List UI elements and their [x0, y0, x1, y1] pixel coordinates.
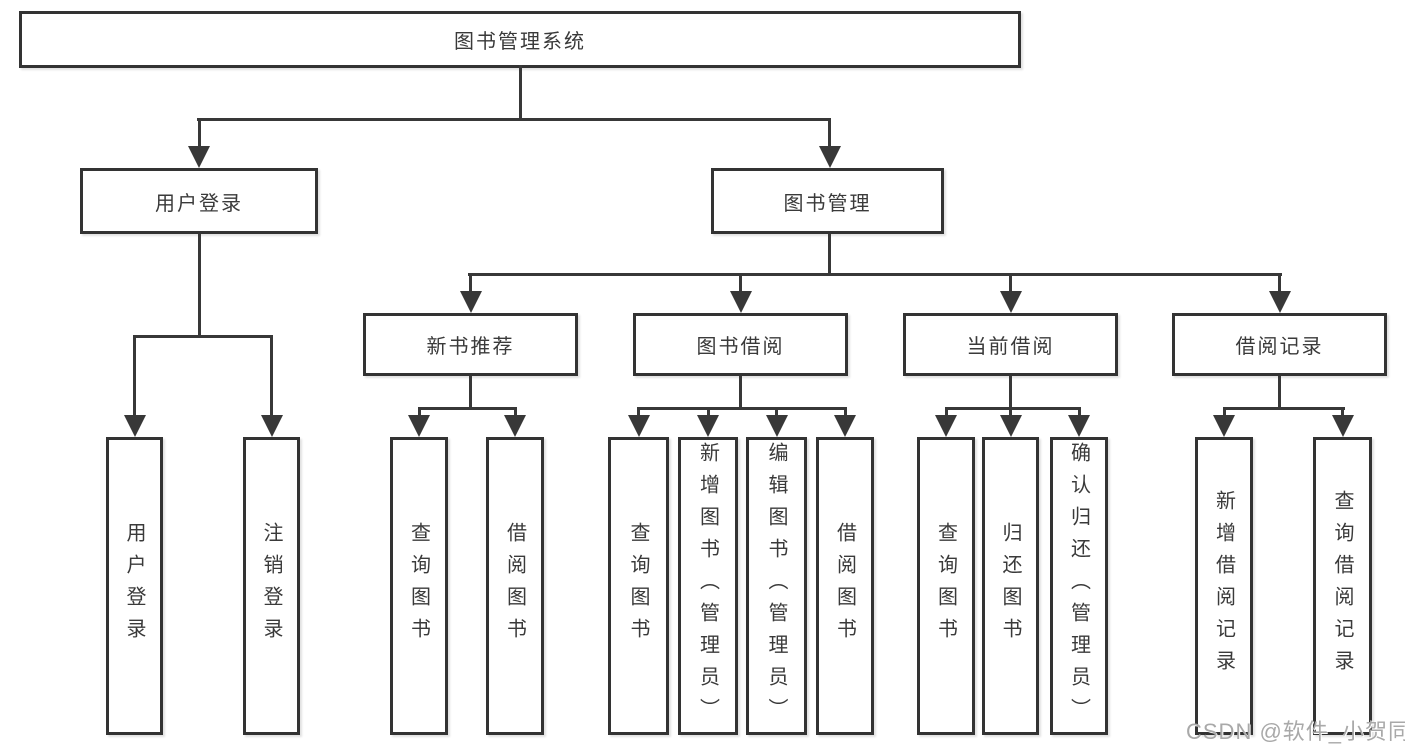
connector-vline	[133, 335, 136, 419]
arrowhead-down-icon	[123, 415, 146, 437]
connector-vline	[828, 234, 831, 276]
leaf-recommend-borrow-books: 借阅图书	[486, 437, 544, 735]
connector-vline	[513, 407, 517, 419]
leaf-current-query-books: 查询图书	[917, 437, 975, 735]
connector-hline	[468, 273, 1282, 276]
connector-hline	[944, 407, 1081, 410]
connector-vline	[637, 407, 640, 419]
connector-vline	[843, 407, 847, 419]
arrowhead-down-icon	[1268, 291, 1291, 313]
csdn-watermark: CSDN @软件_小贺同学	[1186, 719, 1405, 744]
connector-vline	[775, 407, 778, 419]
connector-hline	[637, 407, 847, 410]
node-borrow-records: 借阅记录	[1172, 313, 1387, 376]
connector-vline	[1009, 376, 1012, 409]
connector-vline	[417, 407, 421, 419]
connector-vline	[1222, 407, 1226, 419]
node-user-login: 用户登录	[80, 168, 318, 234]
arrowhead-down-icon	[729, 291, 752, 313]
node-current-borrow: 当前借阅	[903, 313, 1118, 376]
connector-vline	[739, 273, 742, 293]
connector-vline	[197, 234, 201, 338]
arrowhead-down-icon	[188, 146, 210, 168]
connector-vline	[1278, 273, 1281, 293]
node-library-management-system: 图书管理系统	[19, 11, 1021, 68]
node-new-book-recommend: 新书推荐	[363, 313, 578, 376]
arrowhead-down-icon	[999, 291, 1022, 313]
leaf-recommend-query-books: 查询图书	[390, 437, 448, 735]
arrowhead-down-icon	[697, 415, 719, 437]
arrowhead-down-icon	[260, 415, 283, 437]
arrowhead-down-icon	[1331, 415, 1354, 437]
connector-hline	[197, 118, 831, 121]
arrowhead-down-icon	[504, 415, 526, 437]
arrowhead-down-icon	[818, 146, 841, 168]
arrowhead-down-icon	[1213, 415, 1235, 437]
leaf-logout: 注销登录	[243, 437, 300, 735]
connector-hline	[417, 407, 517, 410]
arrowhead-down-icon	[935, 415, 957, 437]
connector-vline	[1009, 273, 1012, 293]
leaf-current-return-books: 归还图书	[982, 437, 1039, 735]
arrowhead-down-icon	[765, 415, 788, 437]
leaf-records-query-record: 查询借阅记录	[1313, 437, 1372, 735]
arrowhead-down-icon	[999, 415, 1022, 437]
node-book-borrow: 图书借阅	[633, 313, 848, 376]
leaf-records-add-record: 新增借阅记录	[1195, 437, 1253, 735]
connector-vline	[1077, 407, 1081, 419]
arrowhead-down-icon	[459, 291, 482, 313]
connector-vline	[469, 273, 472, 293]
node-book-management: 图书管理	[711, 168, 944, 234]
leaf-current-confirm-return-admin: 确认归还（管理员）	[1050, 437, 1108, 735]
leaf-borrow-add-books-admin: 新增图书（管理员）	[678, 437, 738, 735]
connector-vline	[1278, 376, 1281, 409]
arrowhead-down-icon	[1068, 415, 1090, 437]
leaf-borrow-edit-books-admin: 编辑图书（管理员）	[746, 437, 807, 735]
connector-vline	[706, 407, 710, 419]
arrowhead-down-icon	[408, 415, 430, 437]
arrowhead-down-icon	[627, 415, 650, 437]
arrowhead-down-icon	[834, 415, 856, 437]
connector-vline	[828, 118, 831, 148]
connector-hline	[1222, 407, 1345, 410]
connector-vline	[1341, 407, 1344, 419]
connector-hline	[133, 335, 273, 338]
connector-vline	[197, 118, 201, 148]
connector-vline	[518, 65, 522, 121]
connector-vline	[944, 407, 948, 419]
connector-vline	[1009, 407, 1012, 419]
connector-vline	[739, 376, 742, 409]
connector-vline	[270, 335, 273, 419]
leaf-user-login: 用户登录	[106, 437, 163, 735]
connector-vline	[469, 376, 472, 409]
leaf-borrow-query-books: 查询图书	[608, 437, 669, 735]
leaf-borrow-borrow-books: 借阅图书	[816, 437, 874, 735]
